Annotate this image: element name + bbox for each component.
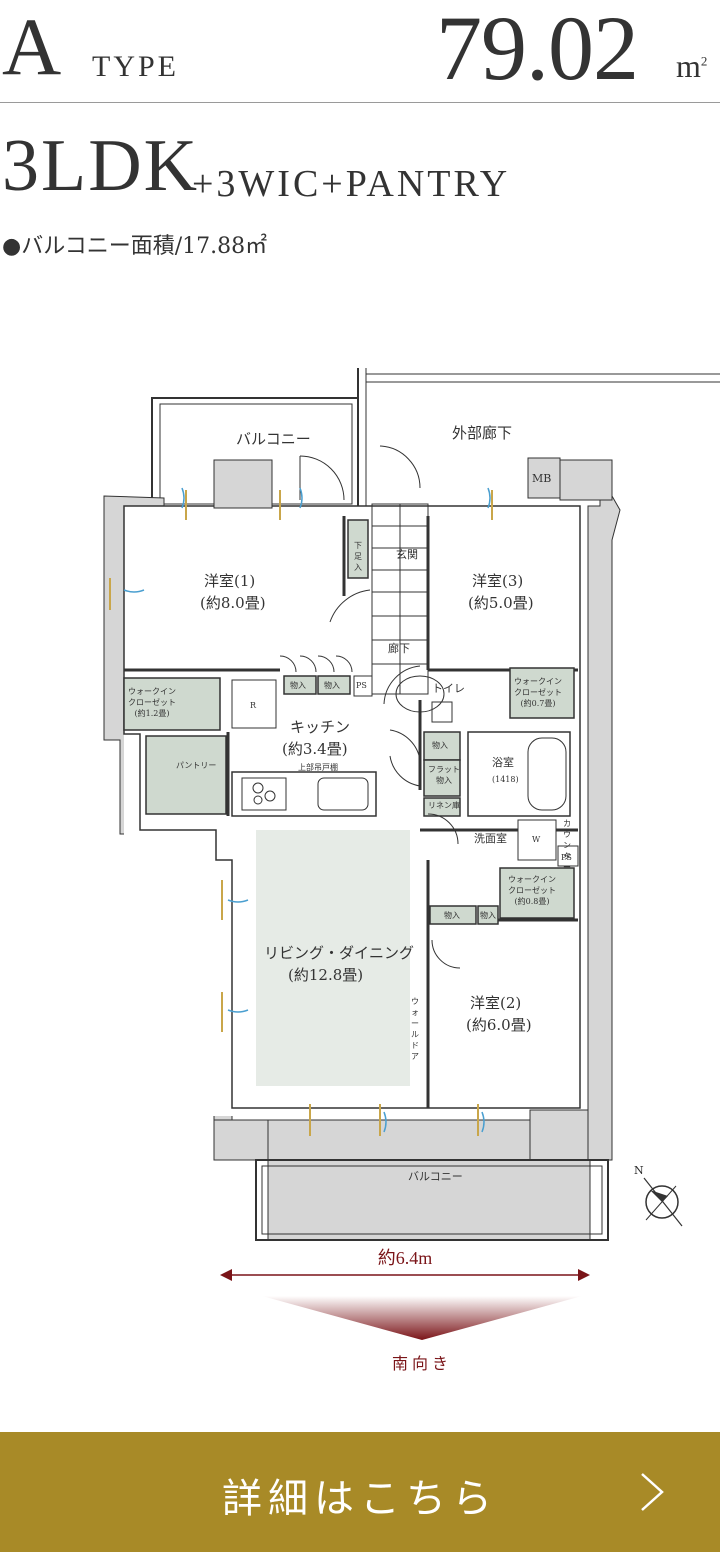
label-wic3: ウォークイン クローゼット (約0.7畳) [514,677,562,708]
compass: N [628,1164,692,1230]
label-living-size: (約12.8畳) [288,966,364,984]
label-counter: カウンター [563,819,571,872]
dimension-arrow [220,1269,590,1281]
header-divider [0,102,720,103]
label-entrance: 玄関 [396,548,418,561]
label-washroom: 洗面室 [474,832,507,845]
label-room1: 洋室(1) [204,572,256,590]
layout-type: 3LDK +3WIC+PANTRY [2,124,507,214]
type-letter: A [2,1,62,92]
floor-area-value: 79.02 [436,0,639,99]
label-external-corridor: 外部廊下 [452,424,513,442]
label-upper-cabinet: 上部吊戸棚 [298,763,338,772]
label-room2-size: (約6.0畳) [466,1016,532,1034]
area-unit-sup: 2 [700,53,708,69]
compass-north: N [634,1164,644,1177]
label-linen: リネン庫 [428,801,460,810]
label-room2: 洋室(2) [470,994,522,1012]
label-shoe-storage: 下足入 [354,541,362,572]
label-pantry: パントリー [176,761,217,770]
label-wic1: ウォークイン クローゼット (約1.2畳) [128,687,176,718]
width-label: 約6.4m [377,1248,433,1268]
compass-icon [643,1177,683,1227]
label-storage-a: 物入 [290,681,306,690]
header: A TYPE 79.02 m2 [0,0,720,104]
balcony-area: ●バルコニー面積/17.88㎡ [2,234,268,259]
label-kitchen: キッチン [290,718,351,736]
label-flat-storage: フラット 物入 [428,765,460,785]
label-balcony-top: バルコニー [236,430,311,448]
label-washer: W [532,835,541,844]
label-ps2: PS [561,853,572,862]
label-balcony-bottom: バルコニー [408,1170,463,1183]
south-indicator [262,1296,582,1366]
label-ps1: PS [356,681,367,690]
south-arrow-icon [262,1296,582,1340]
label-storage-d: 物入 [444,911,460,920]
label-room3-size: (約5.0畳) [468,594,534,612]
label-storage-b: 物入 [324,681,340,690]
details-button-label: 詳細はこちら [222,1476,498,1522]
label-hallway: 廊下 [388,642,410,655]
label-bathroom-size: (1418) [492,775,519,784]
label-living: リビング・ダイニング [264,944,415,962]
label-kitchen-size: (約3.4畳) [282,740,348,758]
floor-plan-drawing [103,368,720,1241]
label-room3: 洋室(3) [472,572,524,590]
label-storage-c: 物入 [432,741,448,750]
details-button[interactable]: 詳細はこちら [0,1432,720,1552]
label-mb: MB [532,472,552,485]
chevron-right-icon [641,1473,664,1511]
label-wic2: ウォークイン クローゼット (約0.8畳) [508,875,556,906]
south-label: 南向き [391,1354,452,1373]
type-word: TYPE [92,50,179,83]
area-unit-base: m [676,48,701,84]
floor-plan: バルコニー 外部廊下 MB 洋室(1) (約8.0畳) 洋室(3) (約5.0畳… [0,360,720,1260]
label-refrigerator: R [250,701,257,710]
label-wall-door: ウォールドア [411,997,419,1061]
label-bathroom: 浴室 [492,756,514,769]
layout-extras: +3WIC+PANTRY [192,163,511,205]
label-room1-size: (約8.0畳) [200,594,266,612]
label-storage-e: 物入 [480,911,496,920]
floor-area-unit: m2 [676,48,707,85]
label-toilet: トイレ [432,682,465,695]
layout-main: 3LDK [2,125,200,207]
width-dimension: 約6.4m [220,1244,590,1304]
